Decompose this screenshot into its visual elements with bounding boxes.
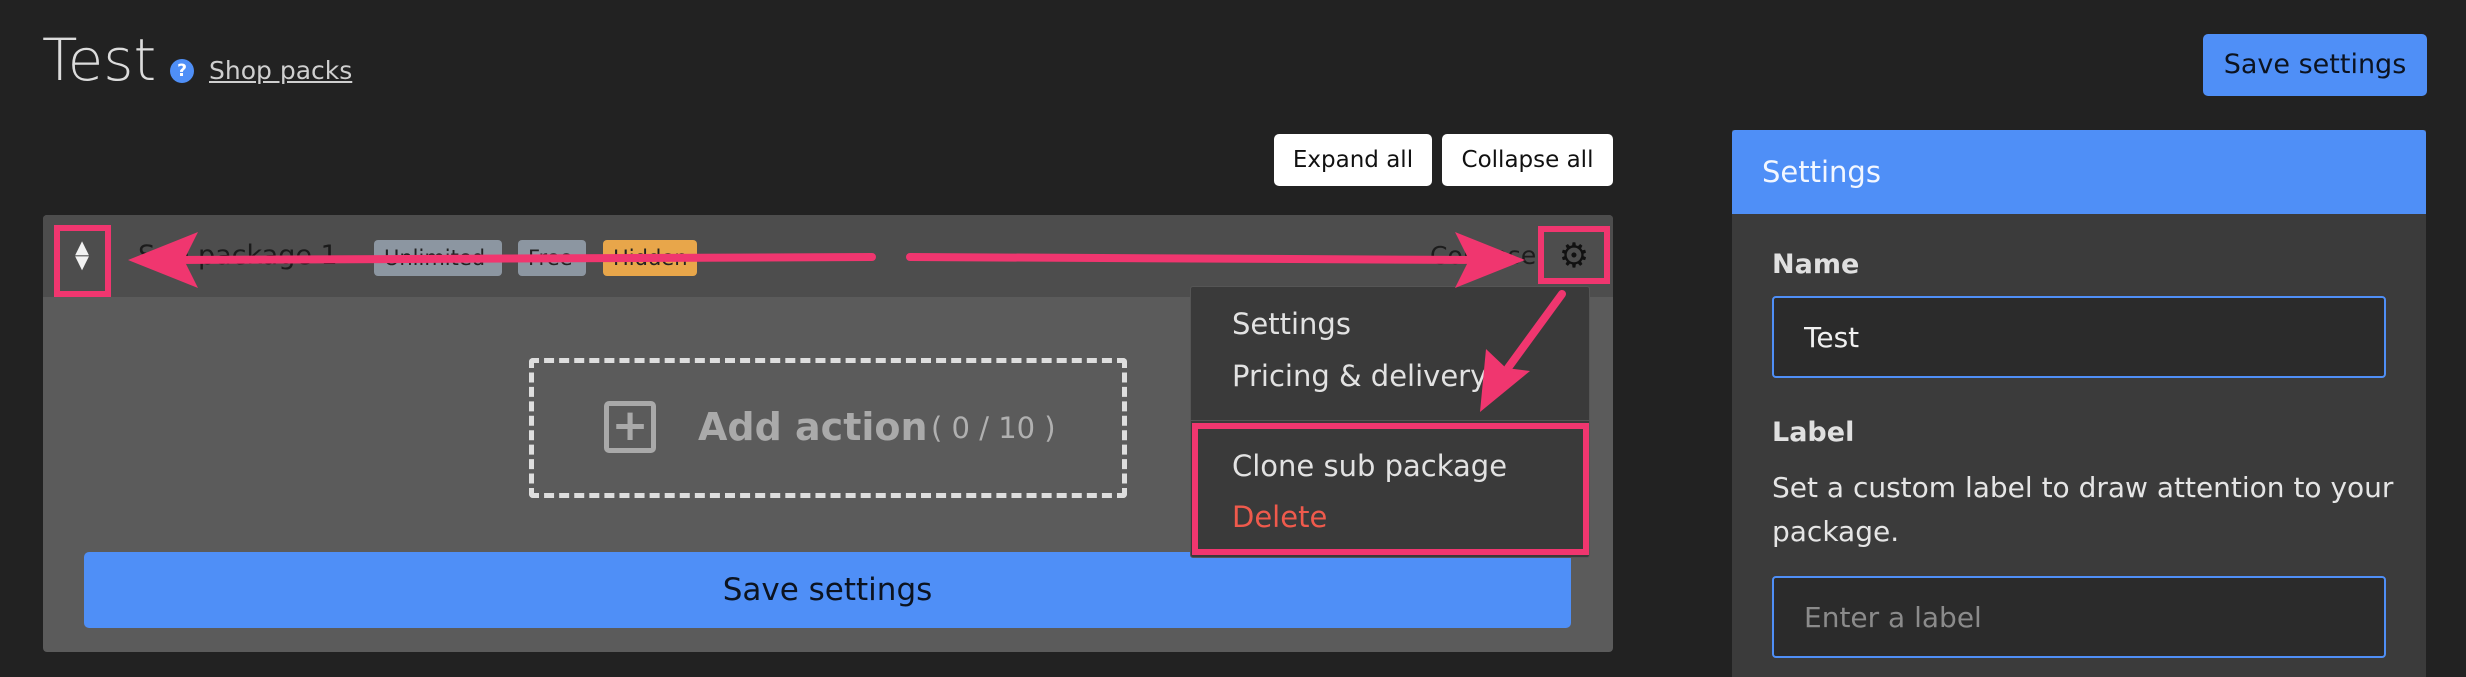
page-title: Test [42, 26, 157, 94]
add-action-count: ( 0 / 10 ) [931, 411, 1056, 445]
menu-item-delete[interactable]: Delete [1232, 500, 1328, 534]
settings-sidebar-header [1732, 130, 2426, 214]
name-input[interactable] [1772, 296, 2386, 378]
save-settings-button-bottom[interactable]: Save settings [84, 552, 1571, 628]
gear-icon[interactable]: ⚙ [1558, 236, 1590, 276]
expand-all-button[interactable]: Expand all [1274, 134, 1432, 186]
add-action-button[interactable] [529, 358, 1127, 498]
arrow-left-head [128, 232, 198, 288]
arrow-diagonal-head [1480, 349, 1530, 412]
plus-square-icon: + [604, 401, 656, 453]
highlight-box-menu [1192, 423, 1589, 555]
save-settings-button-top[interactable]: Save settings [2203, 34, 2427, 96]
menu-item-pricing-delivery[interactable]: Pricing & delivery [1232, 359, 1488, 393]
question-circle-icon[interactable]: ? [170, 59, 194, 83]
name-field-label: Name [1772, 249, 1860, 280]
menu-item-settings[interactable]: Settings [1232, 307, 1351, 341]
arrow-left-line [166, 253, 876, 264]
settings-sidebar-title: Settings [1762, 155, 1881, 189]
highlight-box-sort [54, 225, 111, 297]
menu-divider [1190, 420, 1590, 421]
shop-packs-link[interactable]: Shop packs [209, 56, 353, 85]
add-action-label: Add action [698, 405, 928, 449]
menu-item-clone-sub-package[interactable]: Clone sub package [1232, 449, 1508, 483]
arrow-right-line [906, 253, 1484, 264]
label-field-help: Set a custom label to draw attention to … [1772, 471, 2394, 548]
arrow-right-head [1455, 232, 1525, 288]
label-field-label: Label [1772, 417, 1855, 448]
collapse-all-button[interactable]: Collapse all [1442, 134, 1613, 186]
label-input[interactable] [1772, 576, 2386, 658]
arrow-diagonal-line [1504, 290, 1566, 372]
highlight-box-gear [1538, 226, 1610, 284]
sort-arrows-icon[interactable]: ▲▼ [75, 237, 89, 273]
package-options-dropdown [1190, 286, 1590, 558]
